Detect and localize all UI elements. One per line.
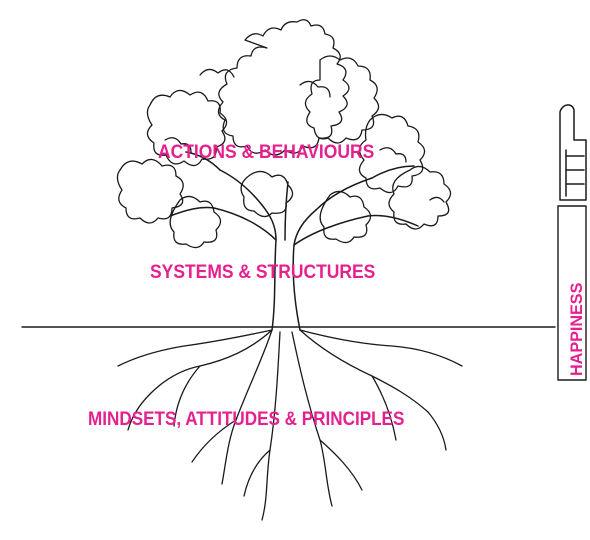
happiness-frame bbox=[557, 205, 587, 381]
tree-trunk-icon bbox=[169, 151, 419, 331]
tree-crown-icon bbox=[116, 19, 452, 249]
systems-structures-label: SYSTEMS & STRUCTURES bbox=[150, 262, 376, 283]
actions-behaviours-label: ACTIONS & BEHAVIOURS bbox=[158, 142, 375, 163]
thumbs-up-icon bbox=[559, 104, 587, 201]
mindsets-attitudes-principles-label: MINDSETS, ATTITUDES & PRINCIPLES bbox=[88, 409, 405, 430]
tree-roots-icon bbox=[117, 329, 463, 521]
happiness-label: HAPPINESS bbox=[567, 282, 586, 376]
